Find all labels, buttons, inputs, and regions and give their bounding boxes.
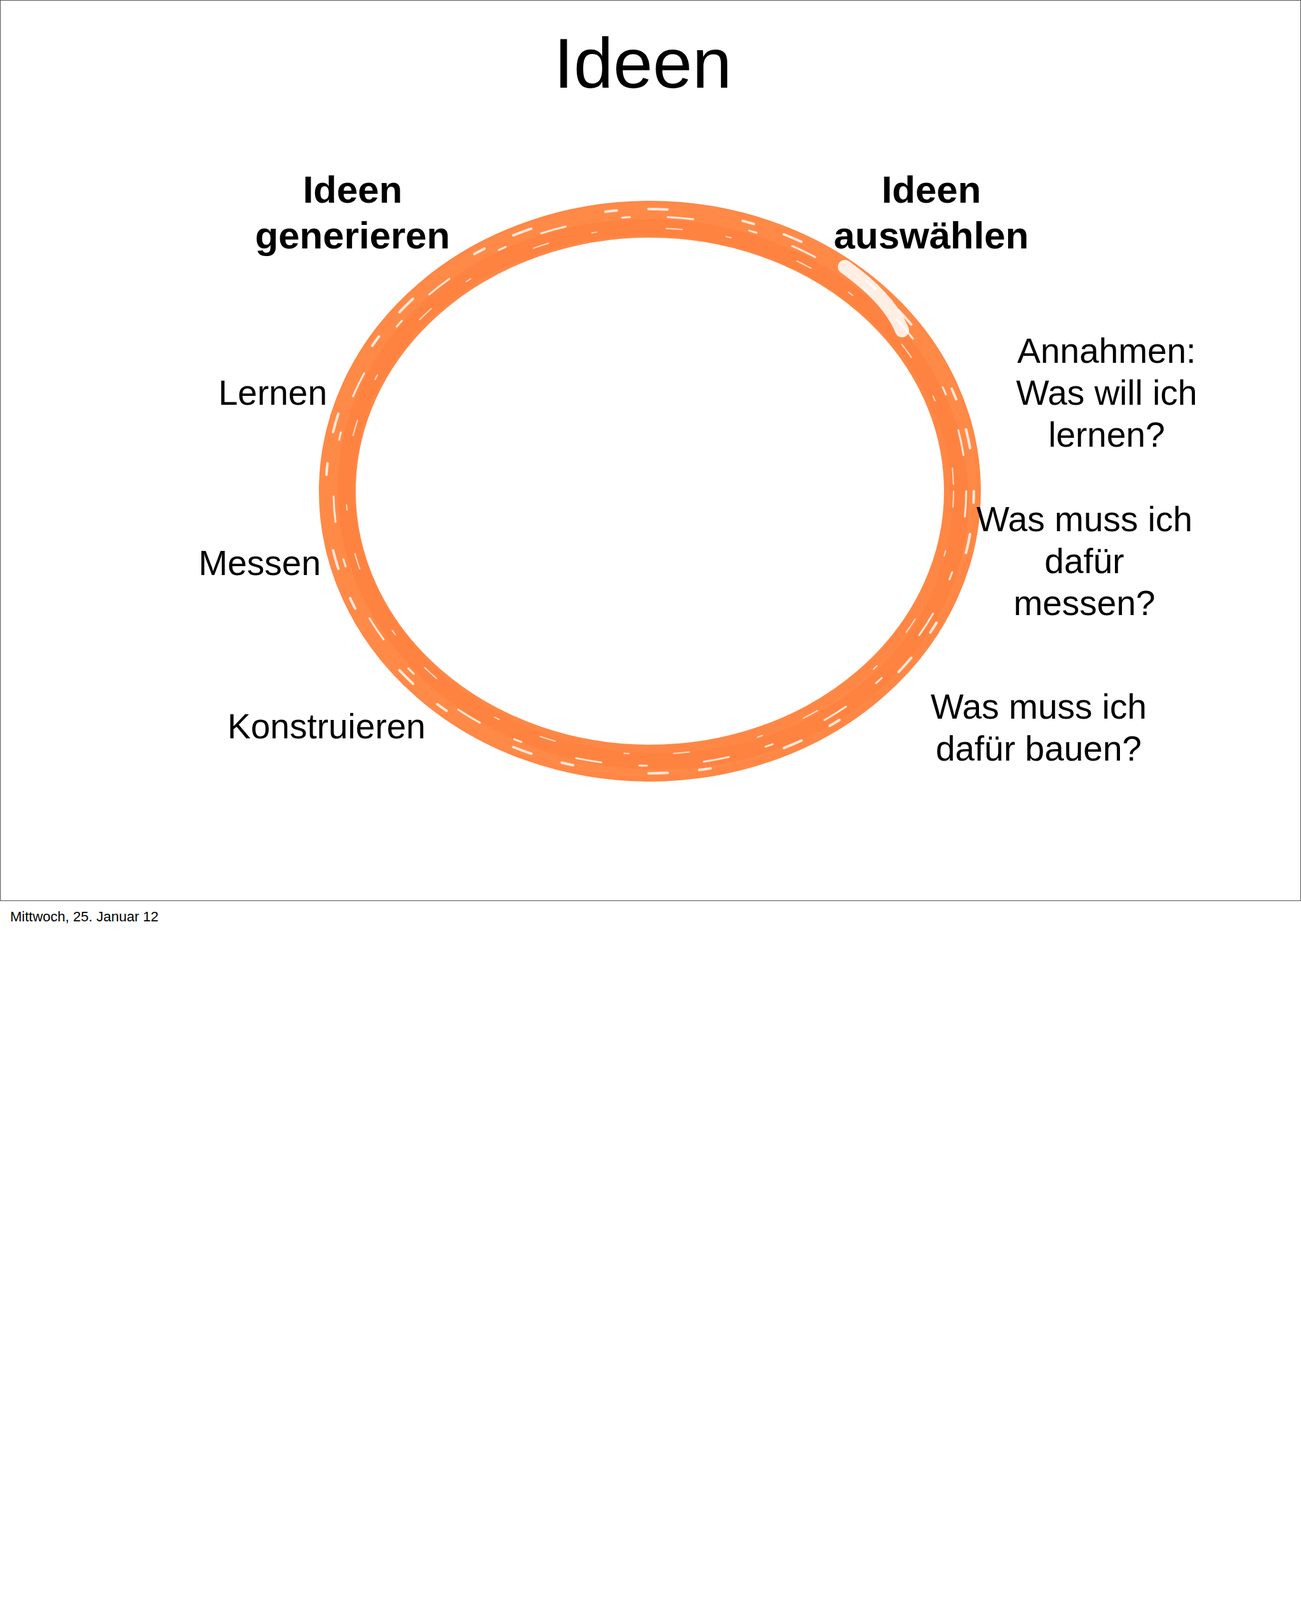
question-label: Was muss ich dafür bauen?	[907, 685, 1171, 770]
brush-stroke	[327, 206, 979, 782]
phase-heading: Ideen auswählen	[810, 167, 1052, 259]
question-label: Was muss ich dafür messen?	[976, 498, 1194, 624]
brush-texture	[325, 208, 974, 774]
phase-heading: Ideen generieren	[231, 167, 474, 259]
step-label: Konstruieren	[227, 705, 426, 748]
footer-date: Mittwoch, 25. Januar 12	[10, 908, 159, 925]
brush-texture	[346, 228, 954, 755]
brush-stroke	[315, 195, 981, 782]
brush-texture	[333, 216, 967, 766]
question-label: Annahmen: Was will ich lernen?	[1009, 329, 1204, 456]
step-label: Messen	[198, 541, 321, 584]
slide-title: Ideen	[553, 24, 732, 103]
brush-gap	[844, 266, 903, 331]
step-label: Lernen	[218, 371, 328, 414]
